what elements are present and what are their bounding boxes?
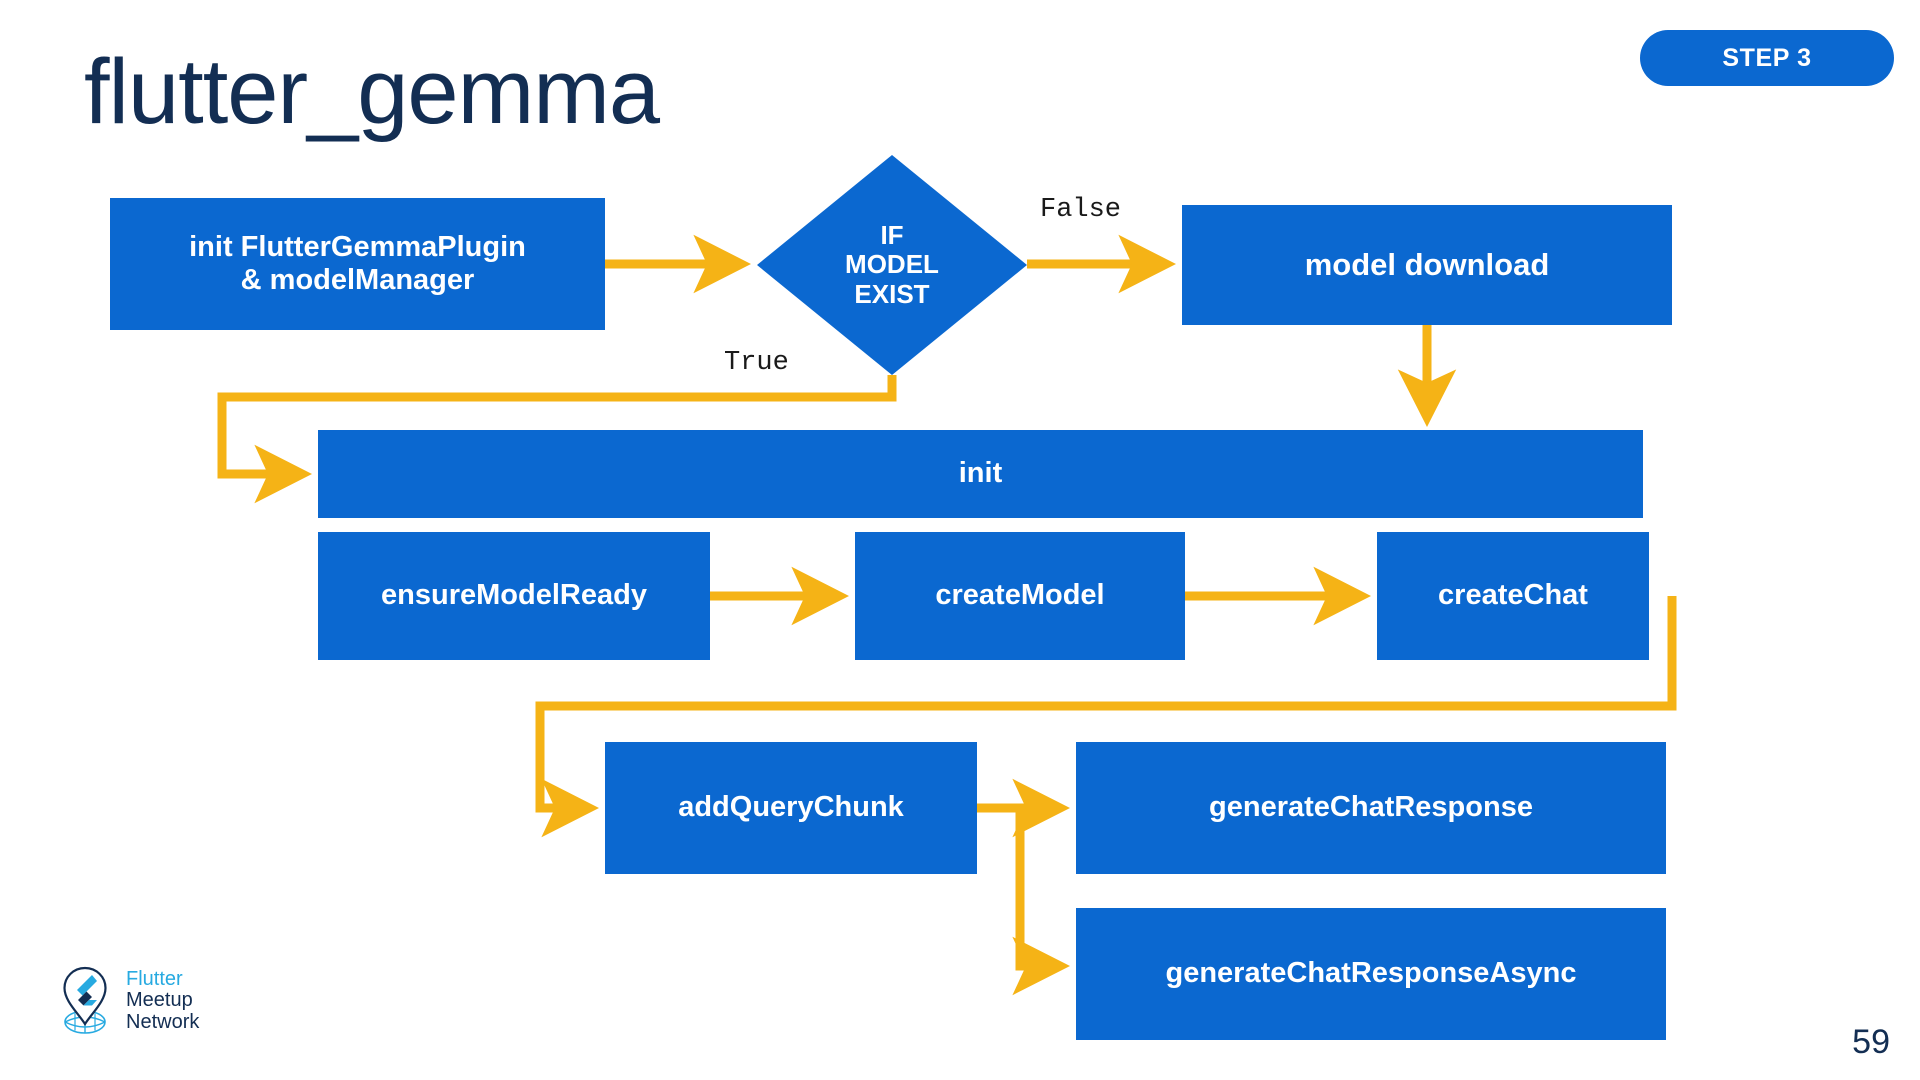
decision-diamond-if-model-exist [757, 155, 1027, 375]
node-create-model[interactable]: createModel [855, 532, 1185, 660]
node-init-label: init [958, 457, 1003, 490]
node-init[interactable]: init [318, 430, 1643, 518]
node-init-plugin-line1: init FlutterGemmaPlugin [189, 230, 526, 263]
status-badge-step: STEP 3 [1640, 30, 1894, 86]
node-ensure-model-ready-label: ensureModelReady [381, 579, 647, 612]
node-model-download-label: model download [1304, 247, 1550, 283]
edge-addquerychunk-to-generatechatresponseasync [1012, 808, 1070, 996]
edge-createchat-to-addquerychunk [535, 596, 1677, 838]
node-ensure-model-ready[interactable]: ensureModelReady [318, 532, 710, 660]
edge-diamond-to-init-true [217, 375, 897, 504]
page-number: 59 [1852, 1023, 1890, 1061]
logo-text: Flutter Meetup Network [126, 967, 200, 1034]
node-add-query-chunk-label: addQueryChunk [678, 791, 904, 824]
node-add-query-chunk[interactable]: addQueryChunk [605, 742, 977, 874]
node-generate-chat-response-label: generateChatResponse [1209, 791, 1533, 824]
page-title: flutter_gemma [84, 41, 660, 143]
node-generate-chat-response[interactable]: generateChatResponse [1076, 742, 1666, 874]
node-generate-chat-response-async-label: generateChatResponseAsync [1165, 957, 1577, 990]
node-init-plugin-line2: & modelManager [240, 264, 475, 296]
node-create-model-label: createModel [935, 579, 1105, 612]
flutter-map-pin-globe-icon [63, 966, 107, 1034]
node-create-chat[interactable]: createChat [1377, 532, 1649, 660]
node-create-chat-label: createChat [1438, 579, 1588, 612]
logo-flutter-meetup-network: Flutter Meetup Network [56, 966, 199, 1036]
edge-label-false: False [1040, 195, 1122, 225]
node-init-flutter-gemma-plugin[interactable]: init FlutterGemmaPlugin & modelManager [110, 198, 605, 330]
logo-line-meetup: Meetup [126, 989, 193, 1012]
edge-label-true: True [724, 348, 789, 378]
node-generate-chat-response-async[interactable]: generateChatResponseAsync [1076, 908, 1666, 1040]
logo-line-flutter: Flutter [126, 967, 183, 990]
node-init-plugin-label: init FlutterGemmaPlugin & modelManager [189, 231, 526, 298]
logo-line-network: Network [126, 1010, 200, 1033]
node-model-download[interactable]: model download [1182, 205, 1672, 325]
